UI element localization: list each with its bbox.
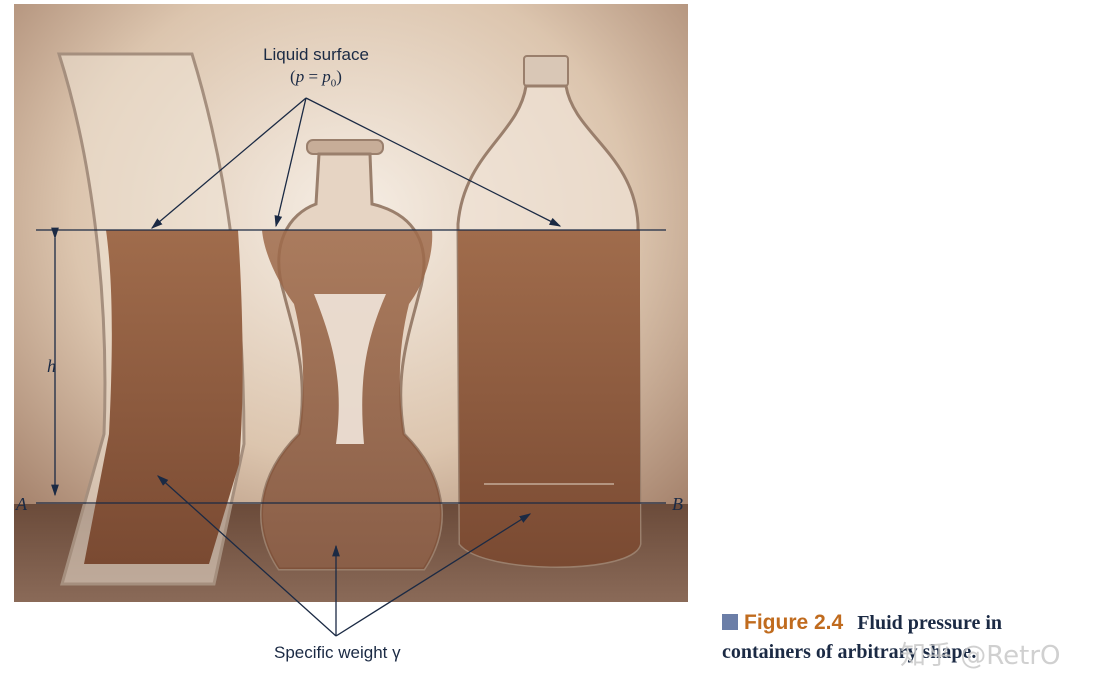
figure-number: Figure 2.4 bbox=[744, 611, 844, 634]
plastic-bottle bbox=[456, 55, 642, 568]
equals-sign: = bbox=[304, 67, 323, 86]
weight-arrow-bottle bbox=[335, 513, 532, 637]
weight-arrow-vase bbox=[157, 475, 337, 637]
caption-square-icon bbox=[722, 614, 738, 630]
height-label: h bbox=[47, 356, 56, 376]
watermark: 知乎 @RetrO bbox=[900, 641, 1061, 671]
decanter bbox=[260, 139, 443, 571]
specific-weight-label: Specific weight γ bbox=[274, 643, 401, 662]
point-b-label: B bbox=[672, 494, 683, 514]
liquid-surface-text: Liquid surface bbox=[263, 45, 369, 64]
figure-photograph bbox=[14, 4, 688, 602]
surface-arrow-decanter bbox=[274, 97, 307, 228]
surface-arrow-bottle bbox=[305, 97, 562, 227]
point-a-label: A bbox=[16, 494, 27, 514]
liquid-surface-label: Liquid surface (p = p0) bbox=[236, 44, 396, 94]
caption-line-1: Figure 2.4 Fluid pressure in bbox=[722, 610, 1112, 636]
figure-caption: Figure 2.4 Fluid pressure in containers o… bbox=[722, 610, 1112, 665]
surface-pressure-equation: (p = p0) bbox=[290, 67, 342, 90]
caption-text-line1: Fluid pressure in bbox=[857, 612, 1003, 634]
pressure-variable: p bbox=[295, 67, 305, 86]
reference-pressure-subscript: 0 bbox=[330, 77, 337, 90]
caption-line-2: containers of arbitrary shape. bbox=[722, 639, 1112, 665]
caption-text-line2: containers of arbitrary shape. bbox=[722, 641, 977, 663]
surface-arrow-vase bbox=[151, 97, 307, 229]
reference-pressure: p bbox=[322, 67, 331, 86]
curved-vase bbox=[56, 52, 246, 586]
